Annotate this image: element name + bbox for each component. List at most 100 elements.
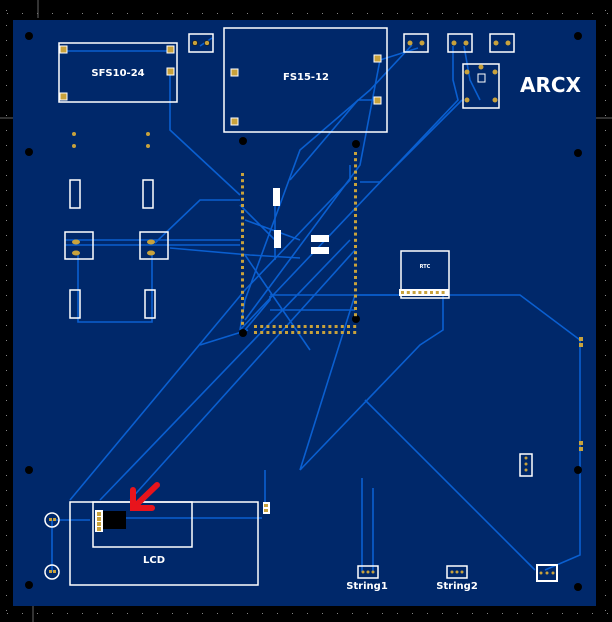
- header-pin: [354, 164, 357, 168]
- grid-dot: [605, 400, 606, 401]
- header-pin: [354, 257, 357, 261]
- grid-dot: [6, 400, 7, 401]
- grid-dot: [6, 370, 7, 371]
- header-pin: [241, 309, 244, 313]
- lcd-chip: [103, 511, 126, 529]
- header-pin: [260, 325, 264, 328]
- grid-dot: [262, 613, 263, 614]
- grid-dot: [142, 13, 143, 14]
- grid-dot: [517, 13, 518, 14]
- header-pin: [354, 232, 357, 236]
- trace: [169, 72, 241, 196]
- grid-dot: [382, 13, 383, 14]
- header-pin: [241, 235, 244, 238]
- grid-dot: [605, 10, 606, 11]
- grid-dot: [6, 175, 7, 176]
- grid-dot: [487, 613, 488, 614]
- grid-dot: [6, 580, 7, 581]
- header-pin: [278, 325, 282, 328]
- header-pin: [430, 291, 433, 294]
- grid-dot: [592, 613, 593, 614]
- grid-dot: [605, 25, 606, 26]
- grid-dot: [112, 613, 113, 614]
- header-pin: [241, 228, 244, 232]
- header-pin: [354, 251, 357, 255]
- grid-dot: [605, 385, 606, 386]
- pad: [230, 117, 239, 126]
- resistor: [142, 179, 154, 209]
- header-pin: [316, 325, 319, 328]
- grid-dot: [6, 145, 7, 146]
- trace: [364, 399, 536, 571]
- header-pin: [418, 291, 422, 294]
- lcd-side-connector[interactable]: [263, 502, 270, 514]
- header-pin: [347, 331, 350, 334]
- grid-dot: [442, 13, 443, 14]
- header-pin: [241, 278, 244, 282]
- grid-dot: [307, 613, 308, 614]
- grid-dot: [6, 295, 7, 296]
- grid-dot: [605, 415, 606, 416]
- resistors-mid: [273, 188, 329, 254]
- pad: [579, 337, 583, 341]
- led-arm: [44, 512, 60, 528]
- fs-label: FS15-12: [283, 72, 329, 83]
- header-pin: [266, 325, 270, 328]
- header-pin: [241, 284, 244, 288]
- header-pin: [241, 272, 244, 276]
- trace: [299, 295, 444, 471]
- grid-dot: [382, 613, 383, 614]
- trace: [244, 219, 301, 241]
- header-pin: [254, 325, 257, 328]
- pad: [230, 68, 239, 77]
- mounting-hole: [574, 149, 582, 157]
- header-pin: [241, 321, 244, 325]
- connector-no-nc[interactable]: [447, 33, 473, 53]
- string2-connector[interactable]: String2: [436, 565, 478, 592]
- grid-dot: [605, 100, 606, 101]
- relay[interactable]: [462, 63, 500, 109]
- grid-dot: [52, 613, 53, 614]
- grid-dot: [6, 100, 7, 101]
- connector-gnd-bat[interactable]: [403, 33, 429, 53]
- grid-dot: [605, 445, 606, 446]
- header-pin: [285, 325, 288, 328]
- grid-dot: [605, 340, 606, 341]
- header-pin: [285, 331, 288, 334]
- mounting-hole: [239, 329, 247, 337]
- three-pin-header[interactable]: [519, 453, 533, 477]
- grid-dot: [502, 613, 503, 614]
- connector-com[interactable]: [489, 33, 515, 53]
- grid-dot: [292, 13, 293, 14]
- header-pin: [241, 185, 244, 189]
- header-pin: [328, 325, 332, 328]
- grid-dot: [6, 220, 7, 221]
- grid-dot: [605, 475, 606, 476]
- header-pin: [241, 266, 244, 269]
- sfs-power-module[interactable]: SFS10-24: [58, 42, 178, 103]
- grid-dot: [6, 160, 7, 161]
- trace: [463, 45, 481, 101]
- header-pin: [354, 276, 357, 279]
- mounting-hole: [574, 32, 582, 40]
- string1-connector[interactable]: String1: [346, 565, 388, 592]
- grid-dot: [157, 13, 158, 14]
- header-pin: [353, 331, 357, 334]
- grid-dot: [427, 13, 428, 14]
- header-pin: [441, 291, 445, 294]
- grid-dot: [22, 613, 23, 614]
- bottom-right-connector[interactable]: [536, 564, 558, 582]
- grid-dot: [577, 613, 578, 614]
- grid-dot: [605, 160, 606, 161]
- header-pin: [401, 291, 404, 294]
- grid-dot: [262, 13, 263, 14]
- rtc-module[interactable]: RTC: [399, 250, 450, 299]
- grid-dot: [277, 13, 278, 14]
- trace: [129, 249, 356, 501]
- grid-dot: [605, 55, 606, 56]
- grid-dot: [605, 580, 606, 581]
- ac-connector[interactable]: [188, 33, 214, 53]
- header-pin: [241, 290, 244, 294]
- pad: [166, 45, 175, 54]
- fs-power-module[interactable]: FS15-12: [223, 27, 388, 133]
